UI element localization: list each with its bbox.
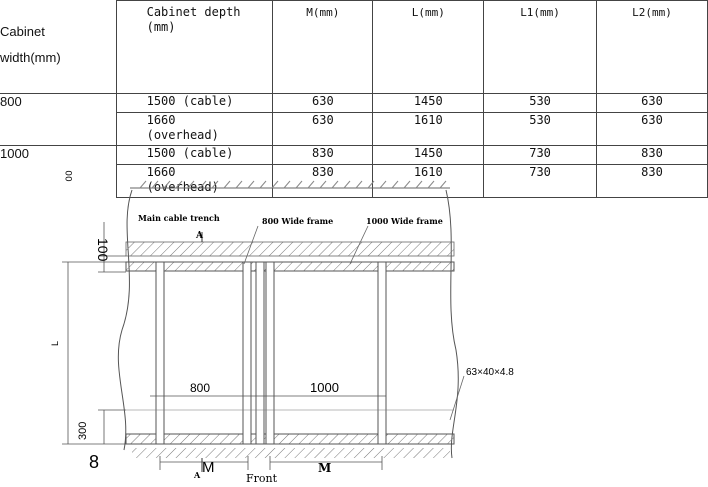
cell-l: 1450 [372, 92, 484, 112]
frame-post [242, 261, 252, 445]
header-depth-line2: (mm) [146, 20, 176, 34]
label-main-cable-trench: Main cable trench [138, 213, 220, 223]
cell-l2: 830 [596, 163, 708, 198]
cell-depth-line1: 1660 [146, 164, 176, 179]
cell-depth-line2: (overhead) [146, 127, 219, 142]
label-dim-m-right: M [318, 461, 331, 475]
top-hatch-edge [130, 180, 450, 189]
cell-l2: 630 [596, 92, 708, 112]
label-1000-wide-frame: 1000 Wide frame [366, 216, 443, 226]
leader-profile [449, 375, 465, 421]
label-dim-m-left: M [202, 459, 215, 476]
cell-depth: 1660 (overhead) [115, 111, 273, 145]
leader-800 [243, 225, 259, 265]
label-big-8: 8 [89, 452, 99, 472]
table-row: 1660 (overhead) 630 1610 530 630 [0, 111, 708, 145]
bottom-hatch-edge [132, 448, 450, 458]
label-profile-size: 63×40×4.8 [466, 367, 514, 378]
header-cabinet-depth: Cabinet depth (mm) [115, 0, 273, 93]
cell-depth: 1500 (cable) [115, 92, 273, 112]
header-m: M(mm) [272, 0, 373, 93]
cell-width: 800 [0, 92, 117, 112]
label-section-a-bottom: A [193, 470, 201, 480]
cell-depth-line1: 1660 [146, 112, 176, 127]
header-l2: L2(mm) [596, 0, 708, 93]
header-width-line2: width(mm) [0, 49, 61, 65]
cell-l1: 730 [483, 163, 597, 198]
cell-depth: 1660 (overhead) [115, 163, 273, 198]
table-row: 1000 1500 (cable) 830 1450 730 830 [0, 144, 708, 164]
table-header-row: Cabinet width(mm) Cabinet depth (mm) M(m… [0, 0, 708, 94]
cell-depth: 1500 (cable) [115, 144, 273, 164]
frame-post [377, 261, 387, 445]
cabinet-dimension-table: Cabinet width(mm) Cabinet depth (mm) M(m… [0, 0, 708, 198]
header-cabinet-width: Cabinet width(mm) [0, 1, 116, 94]
header-l: L(mm) [372, 0, 484, 93]
cell-l1: 730 [483, 144, 597, 164]
left-dimensions [62, 222, 126, 445]
table-row: 800 1500 (cable) 630 1450 530 630 [0, 92, 708, 112]
header-width-line1: Cabinet [0, 23, 45, 39]
cell-l: 1610 [372, 111, 484, 145]
cell-l1: 530 [483, 111, 597, 145]
cell-l1: 530 [483, 92, 597, 112]
cell-depth-line2: (overhead) [146, 179, 219, 194]
label-800-wide-frame: 800 Wide frame [262, 216, 333, 226]
cell-l2: 630 [596, 111, 708, 145]
cell-l: 1450 [372, 144, 484, 164]
header-l1: L1(mm) [483, 0, 597, 93]
cell-m: 630 [272, 92, 373, 112]
header-depth-line1: Cabinet depth [146, 5, 241, 19]
bottom-dimensions [159, 456, 383, 470]
label-dim-100: 100 [95, 238, 111, 262]
cell-m: 630 [272, 111, 373, 145]
frame-post [265, 261, 275, 445]
leader-1000 [349, 225, 369, 265]
dimension-table-container: Cabinet width(mm) Cabinet depth (mm) M(m… [0, 0, 708, 198]
cell-width: 1000 [0, 144, 117, 164]
frame-post [255, 261, 265, 445]
label-dim-800: 800 [190, 381, 210, 395]
left-break-line [117, 189, 133, 451]
bottom-rail [125, 433, 455, 445]
top-rail [125, 261, 455, 272]
cell-m: 830 [272, 144, 373, 164]
cell-m: 830 [272, 163, 373, 198]
cell-depth-line1: 1500 (cable) [146, 145, 234, 160]
cell-depth-line1: 1500 (cable) [146, 93, 234, 108]
cell-l2: 830 [596, 144, 708, 164]
vertical-members [155, 261, 387, 445]
label-section-a-top: A [195, 231, 204, 241]
label-dim-1000: 1000 [310, 380, 339, 395]
right-break-line [445, 189, 459, 459]
frame-post [155, 261, 165, 445]
cell-l: 1610 [372, 163, 484, 198]
label-dim-300: 300 [77, 422, 89, 440]
label-dim-l: L [50, 341, 60, 346]
table-row: 1660 (overhead) 830 1610 730 830 [0, 163, 708, 198]
label-front: Front [246, 472, 278, 485]
cable-trench-band [125, 241, 455, 257]
